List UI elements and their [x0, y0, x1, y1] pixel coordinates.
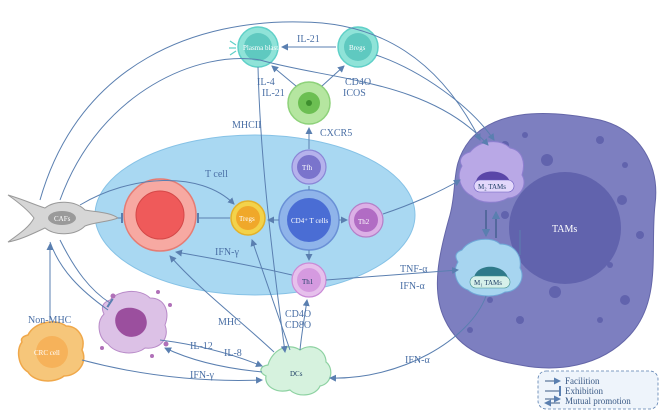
- tams-nucleus: [509, 172, 621, 284]
- legend-mutual-label: Mutual promotion: [565, 396, 631, 406]
- b-cell-dot: [306, 100, 312, 106]
- target-cell-nucleus: [135, 190, 185, 240]
- label-il4: IL-4: [257, 77, 275, 88]
- label-mhcii: MHCII: [232, 120, 261, 131]
- legend-facilition-label: Facilition: [565, 376, 600, 386]
- cafs-label: CAFs: [54, 215, 71, 223]
- plasma-blast-nucleus: [244, 33, 272, 61]
- tams-granules: [467, 132, 644, 333]
- tregs-label: Tregs: [239, 215, 255, 223]
- th2-label: Th2: [358, 218, 370, 226]
- tregs-nucleus: [236, 206, 260, 230]
- tams-label: TAMs: [552, 224, 577, 235]
- label-ifng-mid: IFN-γ: [215, 247, 239, 258]
- label-non-mhc: Non-MHC: [28, 315, 72, 326]
- m2-tams-label: M₂ TAMs: [478, 183, 506, 191]
- m2-tams-tag: [473, 179, 515, 193]
- granulocyte-nucleus: [115, 307, 147, 337]
- connectors: [39, 21, 521, 384]
- label-cxcr5: CXCR5: [320, 128, 352, 139]
- label-il21-top: IL-21: [297, 34, 320, 45]
- tcell-region-label: T cell: [205, 169, 228, 180]
- label-tnfa: TNF-α: [400, 264, 428, 275]
- label-cd80: CD8O: [285, 320, 311, 331]
- th1-nucleus: [297, 268, 321, 292]
- label-il12: IL-12: [190, 341, 213, 352]
- label-mhc: MHC: [218, 317, 241, 328]
- m2-tams-nucleus: [476, 171, 510, 182]
- dcs-label: DCs: [290, 370, 303, 378]
- bregs-nucleus: [344, 33, 372, 61]
- bregs-label: Bregs: [349, 44, 366, 52]
- legend-box: [537, 370, 659, 410]
- tfh-label: Tfh: [302, 164, 313, 172]
- cafs-nucleus: [48, 211, 76, 225]
- label-cd40-bottom: CD4O: [285, 309, 311, 320]
- label-cd40-top: CD4O: [345, 77, 371, 88]
- granulocyte-granules: [100, 290, 172, 358]
- m1-tams-nucleus: [474, 266, 508, 278]
- label-ifna-right: IFN-α: [400, 281, 425, 292]
- label-ifna-bottom: IFN-α: [405, 355, 430, 366]
- m1-tams-tag: [469, 275, 511, 289]
- cd4-tcell-nucleus: [287, 198, 331, 242]
- antibody-icon: [229, 40, 237, 56]
- m1-tams-label: M₁ TAMs: [474, 279, 502, 287]
- th1-label: Th1: [302, 278, 314, 286]
- crc-label: CRC cell: [34, 349, 60, 357]
- th2-nucleus: [354, 208, 378, 232]
- crc-nucleus: [36, 336, 68, 368]
- legend-exhibition-label: Exhibition: [565, 386, 603, 396]
- plasma-blast-label: Plasma blast: [243, 44, 278, 52]
- tfh-nucleus: [297, 155, 321, 179]
- cd4-tcell-label: CD4⁺ T cells: [291, 217, 329, 225]
- label-ifng-bottom: IFN-γ: [190, 370, 214, 381]
- label-icos: ICOS: [343, 88, 366, 99]
- label-il8: IL-8: [224, 348, 242, 359]
- label-il21-left: IL-21: [262, 88, 285, 99]
